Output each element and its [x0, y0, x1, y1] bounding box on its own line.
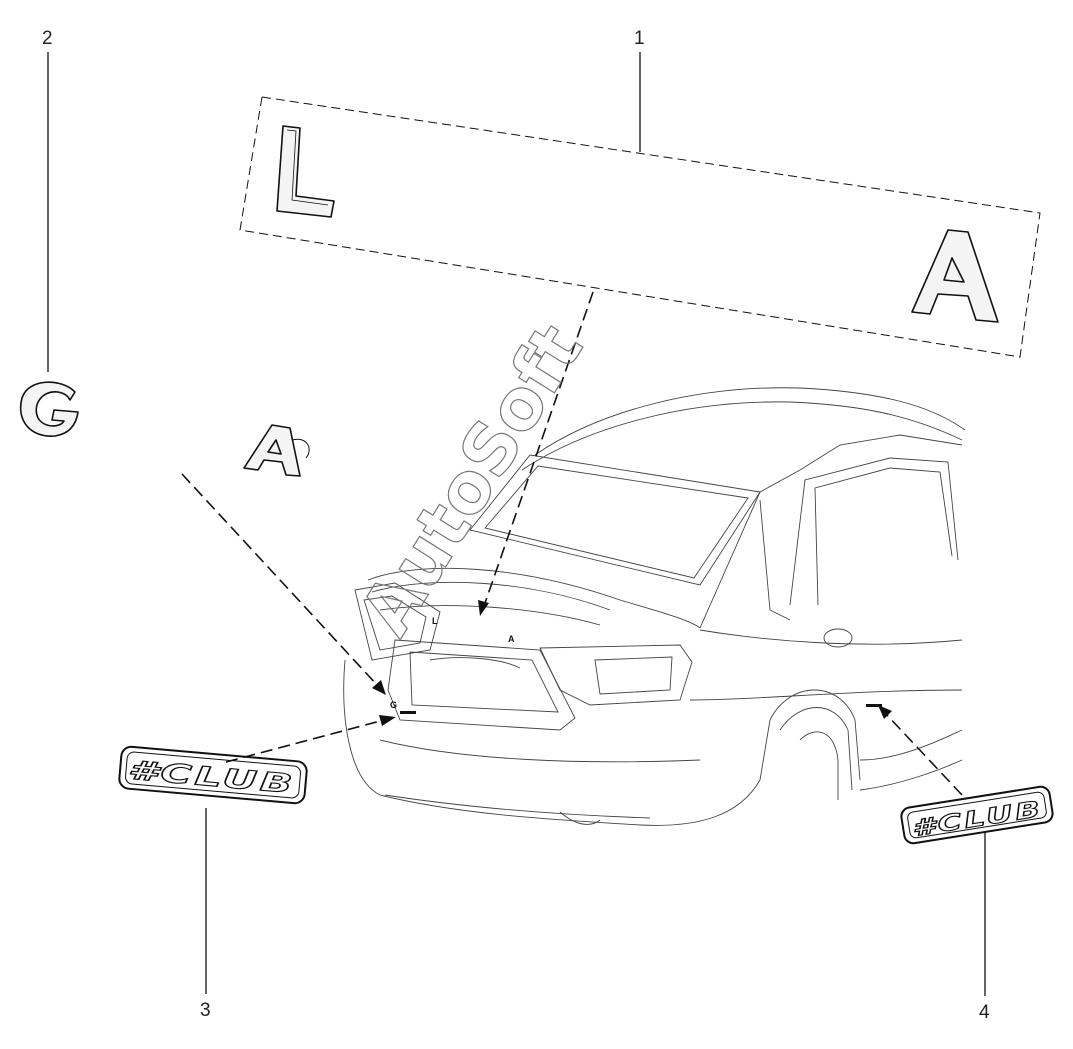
location-arrows	[181, 291, 963, 796]
emblem-letter-a-small	[243, 424, 310, 477]
emblem-letter-l	[276, 125, 335, 218]
part-4-club-badge: #CLUB	[900, 785, 1054, 845]
emblem-letter-a	[911, 229, 999, 323]
part-1-emblem-panel	[239, 96, 1041, 358]
emblem-letter-g	[19, 381, 79, 437]
car-badge-rear	[400, 711, 416, 714]
watermark: AutoSoft	[345, 310, 599, 649]
car-letter-a: A	[508, 634, 515, 644]
dashed-frame	[239, 96, 1041, 358]
leader-lines	[47, 52, 986, 996]
car-badge-side	[866, 704, 882, 707]
callout-4: 4	[979, 1002, 990, 1023]
part-2-emblems	[19, 381, 310, 477]
car-rear-outline	[343, 387, 966, 826]
car-letter-l: L	[432, 616, 438, 626]
callout-3: 3	[200, 1000, 211, 1021]
part-3-club-badge: #CLUB	[118, 745, 308, 805]
badge-outline	[900, 785, 1054, 845]
badge-outline	[118, 745, 308, 805]
car-emblem-marks: L A G	[390, 616, 882, 714]
car-letter-g: G	[390, 700, 397, 710]
callout-1: 1	[634, 28, 645, 49]
callout-2: 2	[42, 28, 53, 49]
